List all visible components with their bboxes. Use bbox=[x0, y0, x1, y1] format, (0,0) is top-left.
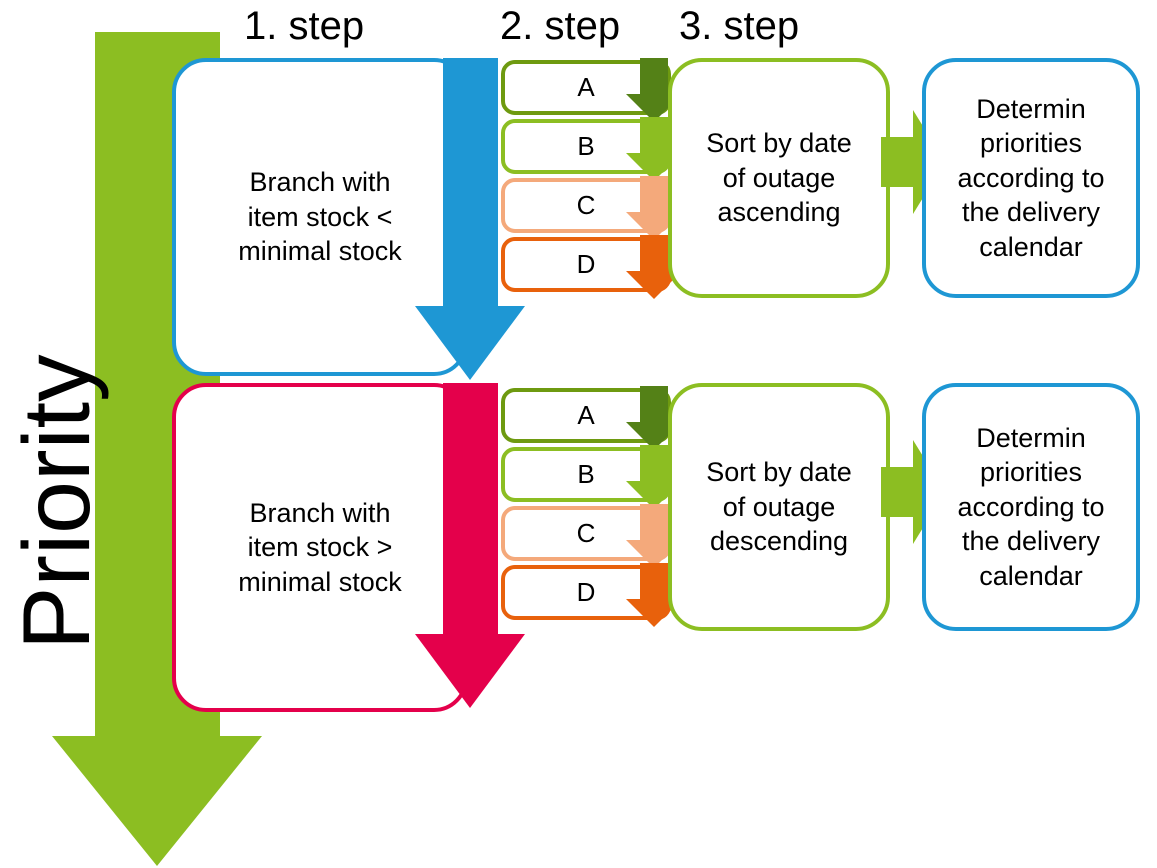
item-box-top-d-label: D bbox=[576, 249, 596, 279]
result-box-top-text: Determin priorities according to the del… bbox=[957, 93, 1105, 262]
item-box-top-b-label: B bbox=[577, 131, 595, 161]
step-header-1: 1. step bbox=[244, 4, 365, 48]
item-box-top-a-label: A bbox=[577, 72, 595, 102]
flow-arrow-bottom bbox=[415, 383, 525, 713]
item-arrow-bottom-d-shaft bbox=[640, 563, 668, 601]
step-header-3: 3. step bbox=[679, 4, 800, 48]
sort-box-top: Sort by date of outage ascending bbox=[668, 58, 890, 298]
branch-box-bottom-text: Branch with item stock > minimal stock bbox=[238, 497, 402, 597]
result-box-bottom: Determin priorities according to the del… bbox=[922, 383, 1140, 631]
flow-arrow-top-shaft bbox=[443, 58, 498, 308]
item-arrow-top-d-shaft bbox=[640, 235, 668, 273]
item-box-top-c-label: C bbox=[576, 190, 596, 220]
flow-arrow-top-head bbox=[415, 306, 525, 380]
result-arrow-bottom-shaft bbox=[881, 467, 915, 517]
result-box-bottom-text: Determin priorities according to the del… bbox=[957, 422, 1105, 591]
branch-box-top-text: Branch with item stock < minimal stock bbox=[238, 167, 402, 267]
flow-arrow-bottom-shaft bbox=[443, 383, 498, 636]
priority-arrow-head bbox=[52, 736, 262, 866]
sort-box-bottom-text: Sort by date of outage descending bbox=[706, 457, 852, 557]
flow-arrow-top bbox=[415, 58, 525, 380]
item-box-bottom-b-label: B bbox=[577, 459, 595, 489]
result-arrow-top-shaft bbox=[881, 137, 915, 187]
item-box-bottom-d-label: D bbox=[576, 577, 596, 607]
step-header-2: 2. step bbox=[500, 4, 621, 48]
item-box-bottom-a-label: A bbox=[577, 400, 595, 430]
item-arrow-top-d bbox=[626, 235, 682, 299]
flow-arrow-bottom-head bbox=[415, 634, 525, 708]
item-arrow-bottom-c-shaft bbox=[640, 504, 668, 542]
item-arrow-top-c-shaft bbox=[640, 176, 668, 214]
sort-box-bottom: Sort by date of outage descending bbox=[668, 383, 890, 631]
priority-label: Priority bbox=[4, 354, 110, 650]
item-arrow-bottom-b-shaft bbox=[640, 445, 668, 483]
item-arrow-top-b-shaft bbox=[640, 117, 668, 155]
result-box-top: Determin priorities according to the del… bbox=[922, 58, 1140, 298]
item-arrow-bottom-a-shaft bbox=[640, 386, 668, 424]
branch-box-top: Branch with item stock < minimal stock bbox=[172, 58, 468, 376]
item-arrow-top-a-shaft bbox=[640, 58, 668, 96]
sort-box-top-text: Sort by date of outage ascending bbox=[706, 128, 852, 228]
item-box-bottom-c-label: C bbox=[576, 518, 596, 548]
